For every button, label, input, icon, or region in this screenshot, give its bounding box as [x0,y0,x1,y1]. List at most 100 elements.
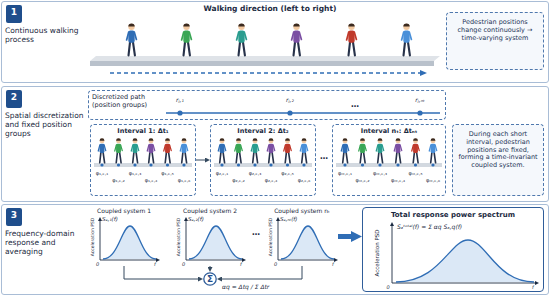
axis-origin: 0 [95,261,100,267]
plot-axes [100,220,536,283]
axis-title: Acceleration PSD [176,218,181,256]
ground-strip [94,163,192,167]
axis-origin: 0 [385,284,391,290]
psd-plot: Coupled system nₜ Sₐ,ₙₜ(f) [266,206,338,266]
x-axis [278,260,335,261]
position-dot [133,163,136,166]
pedestrian [412,138,419,162]
pedestrian [376,138,383,162]
axis-variable: f [152,261,158,267]
pedestrian [235,138,242,162]
mode-shape-label: φₙₜ,ₖ,₄ [385,177,411,183]
position-dot [149,163,152,166]
sum-circle-shape [204,273,216,285]
position-dot [117,163,120,166]
ellipsis: … [317,152,331,162]
axis-arrowhead [156,258,160,262]
panel-row: Frequency-domain response and averaging 3… [1,204,549,295]
node-text: Frequency-domain response and averaging [5,229,85,256]
position-label: rⱼ,ₙₜ [404,96,436,103]
axis-arrowhead [334,258,338,262]
node-text: Interval 1: Δt₁ [91,128,195,136]
axis-variable: f [530,284,536,290]
psd-curve [189,226,242,259]
mode-shape-label: φ₁,ₖ,₁ [89,170,115,176]
y-axis [100,220,101,260]
mode-shape-label: φₙₜ,ₖ,₁ [332,170,358,176]
flow-arrow [196,160,205,161]
step-badge: 2 [6,90,22,108]
node-text: Interval 2: Δt₂ [211,128,315,136]
note-box: Pedestrian positions change continuously… [446,12,544,70]
position-dot [237,163,240,166]
position-label: rⱼ,₂ [278,96,302,103]
note-box: During each short interval, pedestrian p… [452,124,544,196]
interval-box: Interval 1: Δt₁ [90,124,196,196]
axis-arrowhead [276,217,280,221]
pedestrian [402,23,412,55]
node-text: 3 [6,208,22,222]
position-dot [302,163,305,166]
mode-shape-label: φ₁,ₖ,₃ [122,170,148,176]
position-dot [361,163,364,166]
position-dots [100,163,434,166]
position-label: rⱼ,₁ [168,96,192,103]
position-dot [343,163,346,166]
pedestrian [300,138,307,162]
position-dot [396,163,399,166]
position-dot [431,163,434,166]
pedestrian [164,138,171,162]
interval-box: Interval nₜ: Δtₙₜ [332,124,446,196]
mode-shape-label: φ₁,ₖ,₆ [171,177,197,183]
psd-plot: Coupled system 1Sₐ,₁(f) [88,206,160,266]
position-dot [166,163,169,166]
mode-shape-label: φ₁,ₖ,₂ [106,177,132,183]
weight-formula: αq = Δtq / Σ Δtr [222,283,352,290]
mode-shape-label: φ₂,ₖ,₃ [242,170,268,176]
flow-arrow [222,266,302,279]
pedestrian [180,138,187,162]
axis-origin: 0 [273,261,278,267]
node-text: Coupled system nₜ [266,207,338,214]
mode-shape-label: φₙₜ,ₖ,₂ [350,177,376,183]
mode-shape-label: φ₁,ₖ,₅ [155,170,181,176]
node-text: Spatial discretization and fixed positio… [5,111,85,138]
x-axis [186,260,243,261]
node-text: 1 [6,5,22,19]
mode-shape-label: φ₂,ₖ,₂ [226,177,252,183]
pedestrian [237,23,247,55]
node-text: Continuous walking process [5,26,85,44]
node-text: Discretized path (position groups) [92,94,170,110]
pedestrian [341,138,348,162]
node-text: Coupled system 1 [88,207,160,214]
axis-arrowhead [98,217,102,221]
direction-title: Walking direction (left to right) [170,4,370,13]
axis-arrowhead [242,258,246,262]
pedestrian [292,23,302,55]
mode-shape-label: φₙₜ,ₖ,₃ [367,170,393,176]
node-subtext: Sₐ,ₙₜ(f) [280,216,320,223]
ground-strip [336,163,442,167]
pedestrian [115,138,122,162]
position-dot [378,163,381,166]
step-badge: 3 [6,208,22,226]
x-axis [100,260,157,261]
path-box: Discretized path (position groups) [88,90,446,120]
psd-curve [396,240,534,282]
mode-shape-label: φ₂,ₖ,₁ [209,170,235,176]
walkway-side [90,61,434,66]
axis-arrowhead [184,217,188,221]
flow-arrow [124,266,198,279]
axis-arrowhead [535,281,539,285]
node-subtext: Sₐ,₂(f) [188,216,228,223]
mode-shape-label: φ₂,ₖ,₅ [275,170,301,176]
node-text: Pedestrian positions change continuously… [451,19,539,42]
ellipsis: … [248,228,264,238]
mode-shape-label: φ₂,ₖ,₆ [291,177,317,183]
node-text: Coupled system 2 [174,207,246,214]
psd-curve [281,226,334,259]
pedestrian [394,138,401,162]
path-line [166,112,440,113]
pedestrian [218,138,225,162]
